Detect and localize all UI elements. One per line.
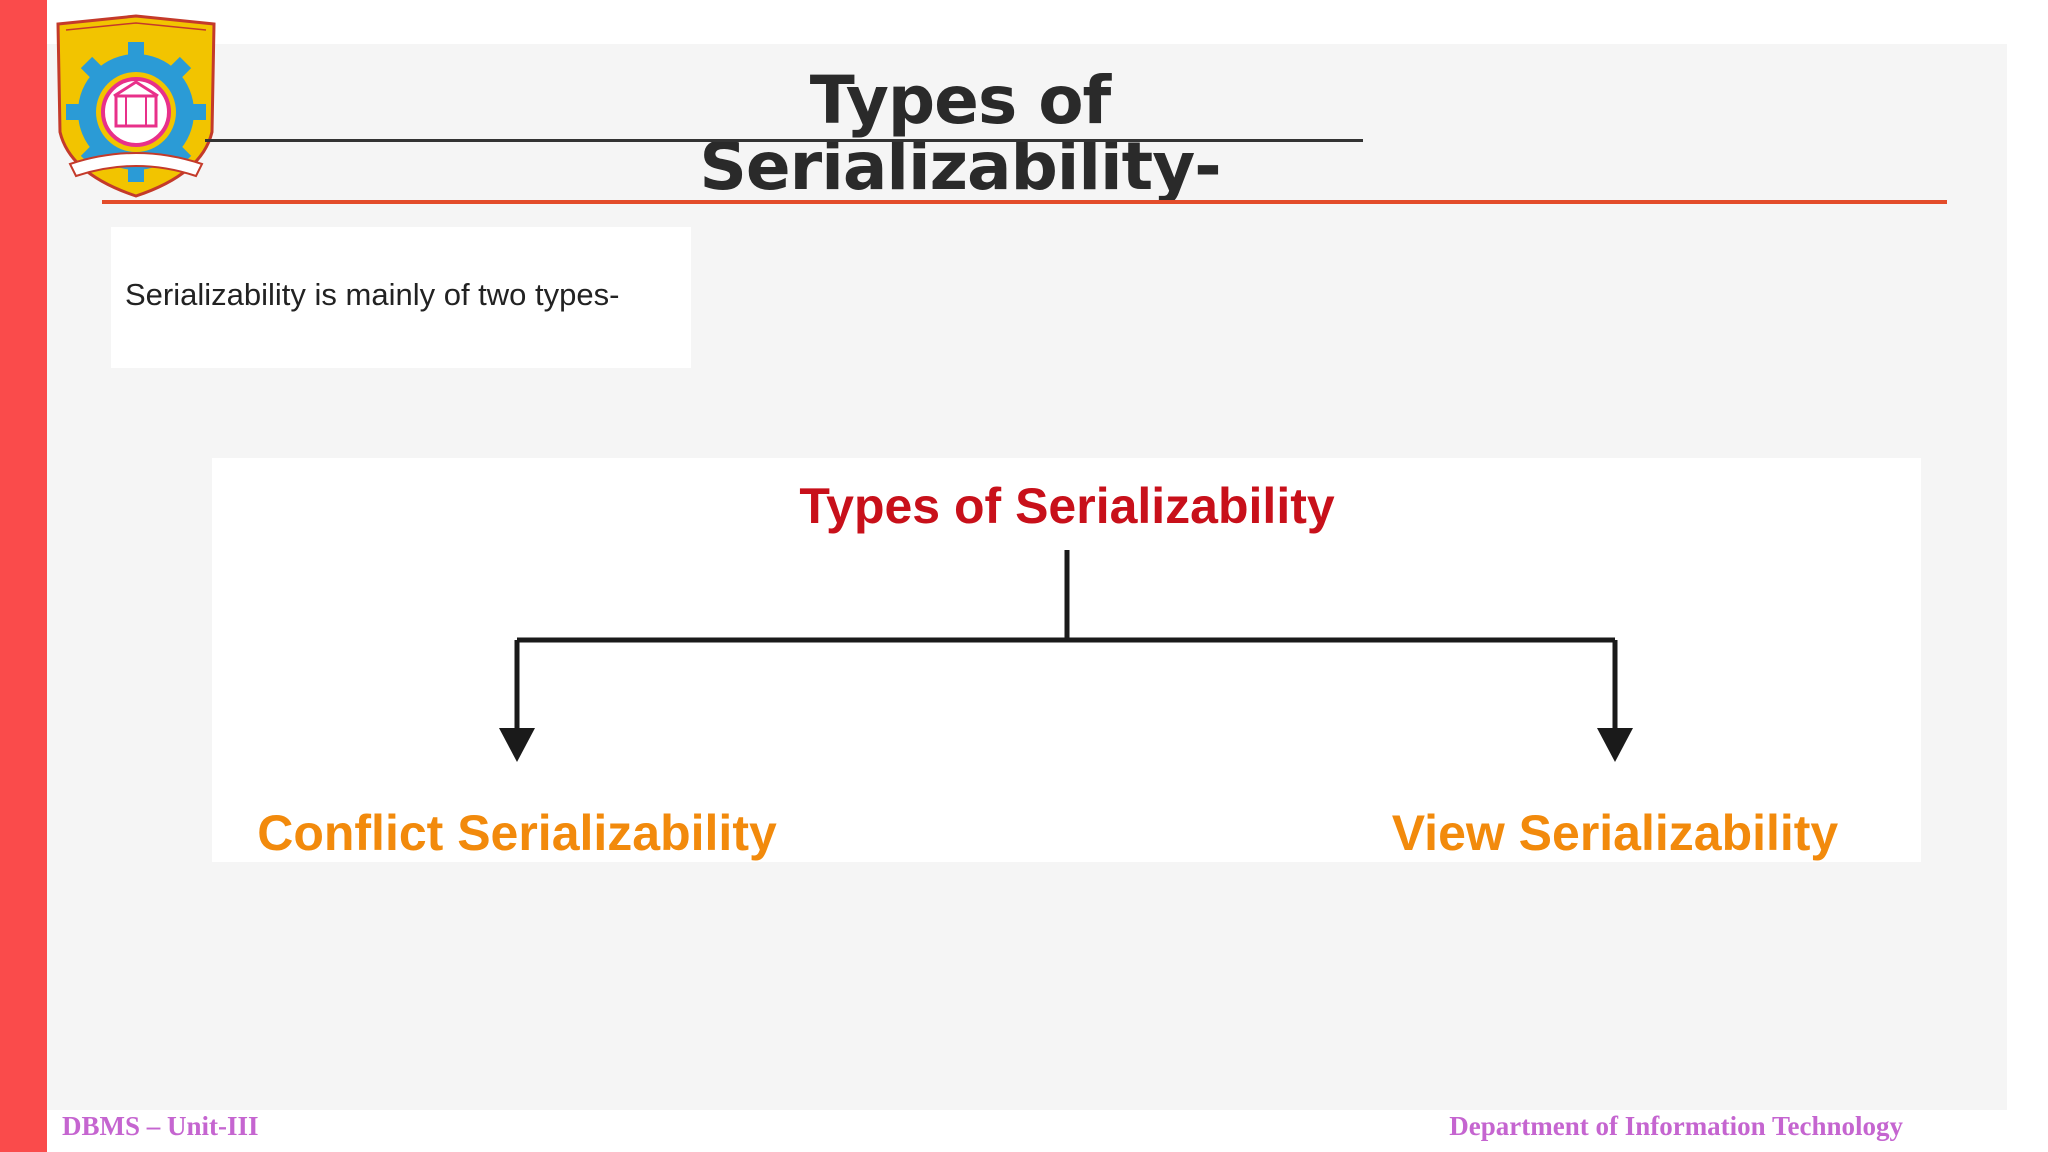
intro-text-box: Serializability is mainly of two types- xyxy=(111,227,691,368)
footer-course-label: DBMS – Unit-III xyxy=(62,1111,259,1141)
intro-text: Serializability is mainly of two types- xyxy=(125,277,620,312)
diagram-root-label: Types of Serializability xyxy=(799,478,1335,534)
serializability-tree-diagram: Types of Serializability Conflict Serial… xyxy=(212,458,1921,862)
college-logo-icon xyxy=(56,14,216,198)
left-accent-bar xyxy=(0,0,47,1152)
diagram-child-view: View Serializability xyxy=(1392,805,1839,861)
title-underline xyxy=(205,139,1363,142)
footer-department-label: Department of Information Technology xyxy=(1449,1111,1903,1141)
left-arrowhead-icon xyxy=(499,728,535,762)
header-rule xyxy=(102,200,1947,204)
diagram-connectors xyxy=(514,550,1618,730)
diagram-child-conflict: Conflict Serializability xyxy=(257,805,777,861)
slide-title: Types of Serializability- xyxy=(699,62,1221,205)
right-arrowhead-icon xyxy=(1597,728,1633,762)
diagram-background xyxy=(212,458,1921,862)
